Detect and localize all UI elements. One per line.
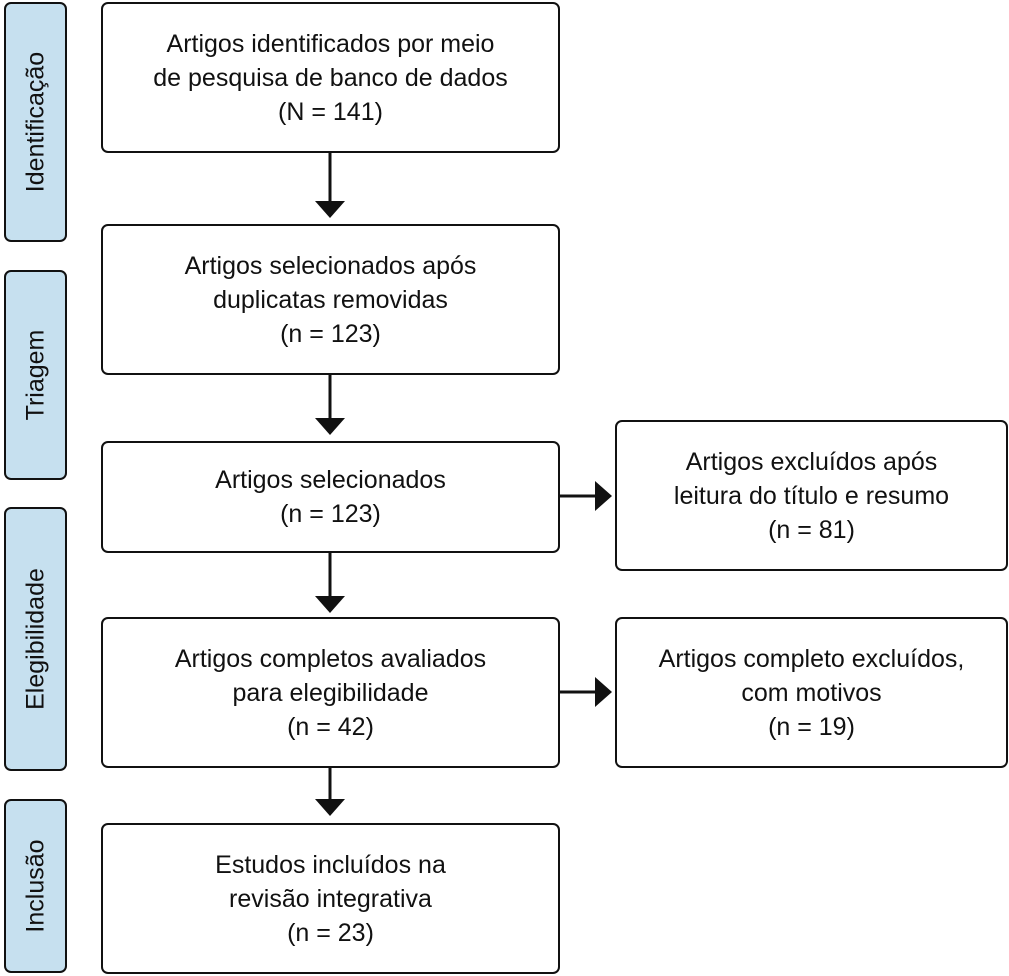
box-text-line: com motivos (741, 678, 882, 707)
stage-elegibilidade: Elegibilidade (4, 507, 67, 771)
box-text-line: de pesquisa de banco de dados (153, 63, 508, 92)
box-completos-excluidos: Artigos completo excluídos, com motivos … (615, 617, 1008, 768)
box-artigos-selecionados: Artigos selecionados (n = 123) (101, 441, 560, 553)
box-text-line: Artigos excluídos após (685, 447, 938, 476)
stage-inclusao: Inclusão (4, 799, 67, 973)
arrow-selecionados-to-excluidos (560, 481, 612, 511)
box-count: (n = 123) (280, 500, 381, 528)
box-text-line: Artigos identificados por meio (166, 29, 495, 58)
box-text-line: Artigos completo excluídos, (658, 644, 965, 673)
box-text-line: duplicatas removidas (213, 285, 448, 314)
arrow-avaliados-to-excluidos (560, 677, 612, 707)
box-estudos-incluidos: Estudos incluídos na revisão integrativa… (101, 823, 560, 974)
stage-label-inclusao: Inclusão (21, 839, 49, 933)
box-artigos-identificados: Artigos identificados por meio de pesqui… (101, 2, 560, 153)
box-count: (n = 123) (280, 319, 381, 348)
box-count: (n = 81) (768, 515, 855, 544)
box-completos-avaliados: Artigos completos avaliados para elegibi… (101, 617, 560, 768)
box-count: (n = 23) (287, 918, 374, 947)
box-count: (n = 42) (287, 712, 374, 741)
arrow-avaliados-to-incluidos (315, 768, 345, 816)
arrow-duplicatas-to-selecionados (315, 375, 345, 435)
box-text-line: Estudos incluídos na (215, 850, 446, 879)
stage-label-identificacao: Identificação (21, 51, 49, 193)
box-text-line: Artigos selecionados (215, 466, 446, 494)
box-count: (n = 19) (768, 712, 855, 741)
box-duplicatas-removidas: Artigos selecionados após duplicatas rem… (101, 224, 560, 375)
box-text-line: Artigos completos avaliados (174, 644, 487, 673)
box-text-line: leitura do título e resumo (673, 481, 950, 510)
stage-identificacao: Identificação (4, 2, 67, 242)
box-count: (N = 141) (278, 97, 383, 126)
stage-label-elegibilidade: Elegibilidade (21, 568, 49, 710)
stage-label-triagem: Triagem (21, 329, 49, 421)
stage-triagem: Triagem (4, 270, 67, 480)
arrow-identificados-to-duplicatas (315, 153, 345, 218)
arrow-selecionados-to-avaliados (315, 553, 345, 613)
box-text-line: revisão integrativa (229, 884, 432, 913)
box-excluidos-titulo-resumo: Artigos excluídos após leitura do título… (615, 420, 1008, 571)
box-text-line: para elegibilidade (232, 678, 429, 707)
box-text-line: Artigos selecionados após (184, 251, 477, 280)
